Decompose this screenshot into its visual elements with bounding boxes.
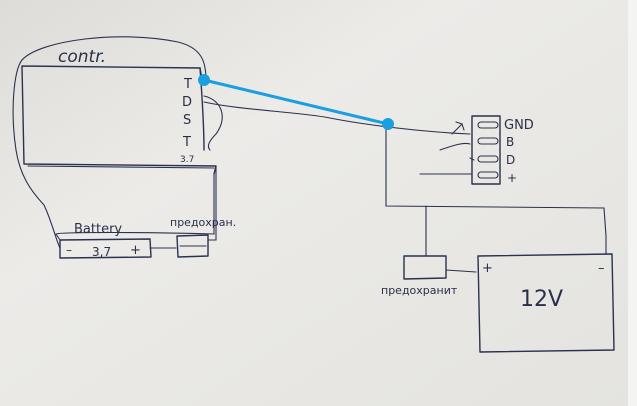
controller-block: contr. T D S T 3.7 — [12, 36, 223, 249]
controller-right-loop — [203, 95, 223, 151]
connector-pin-d: D — [506, 153, 515, 167]
fuse-right-body — [403, 255, 447, 280]
fuse-left-group: предохран. — [170, 165, 236, 258]
battery-body — [59, 238, 152, 259]
fuse-left-wire — [179, 165, 217, 247]
wire-s-loop — [385, 123, 607, 237]
connector-housing — [471, 115, 501, 185]
connector-slot-plus — [477, 171, 499, 179]
connector-pin-plus: + — [507, 171, 517, 185]
battery-value: 3,7 — [92, 245, 111, 259]
highlighted-wire-endpoint-connector — [382, 118, 394, 130]
fuse-right-wire — [445, 269, 477, 273]
controller-pin-d: D — [182, 95, 192, 110]
wire-gnd-arrow — [451, 121, 465, 135]
connector-slot-b — [477, 137, 499, 145]
highlighted-wire — [202, 78, 390, 126]
controller-pin-t1: T — [183, 77, 192, 92]
power-supply-minus: – — [598, 261, 605, 276]
controller-enclosure-top — [21, 36, 207, 81]
connector-slot-d — [477, 155, 499, 163]
battery-label: Battery — [74, 222, 122, 237]
controller-voltage: 3.7 — [180, 155, 194, 165]
fuse-right-label: предохранит — [381, 284, 458, 297]
power-supply-block: + – 12V — [477, 235, 615, 353]
controller-pin-s: S — [183, 113, 191, 128]
battery-group: Battery – 3,7 + — [55, 173, 215, 259]
highlighted-wire-group — [198, 74, 394, 130]
controller-bottom-wire — [27, 165, 215, 169]
controller-label: contr. — [58, 47, 106, 67]
power-supply-label: 12V — [520, 287, 563, 312]
signal-wires — [203, 101, 607, 257]
battery-minus: – — [66, 243, 72, 257]
connector-pin-b: B — [506, 135, 514, 149]
fuse-right-group: предохранит — [381, 255, 477, 297]
fuse-left-label: предохран. — [170, 216, 236, 229]
connector-pin-gnd: GND — [504, 118, 534, 133]
power-supply-plus: + — [482, 261, 493, 276]
connector-block: GND B D + — [471, 115, 534, 185]
paper-edge — [628, 0, 637, 406]
wire-d — [203, 101, 471, 135]
connector-slot-gnd — [477, 121, 499, 129]
battery-top-wire — [55, 173, 215, 241]
fuse-left-body — [176, 234, 209, 258]
controller-enclosure-outline — [12, 59, 61, 249]
battery-plus: + — [130, 243, 141, 258]
controller-pin-t2: T — [182, 135, 191, 150]
highlighted-wire-endpoint-controller — [198, 74, 210, 86]
power-supply-box — [477, 253, 615, 353]
